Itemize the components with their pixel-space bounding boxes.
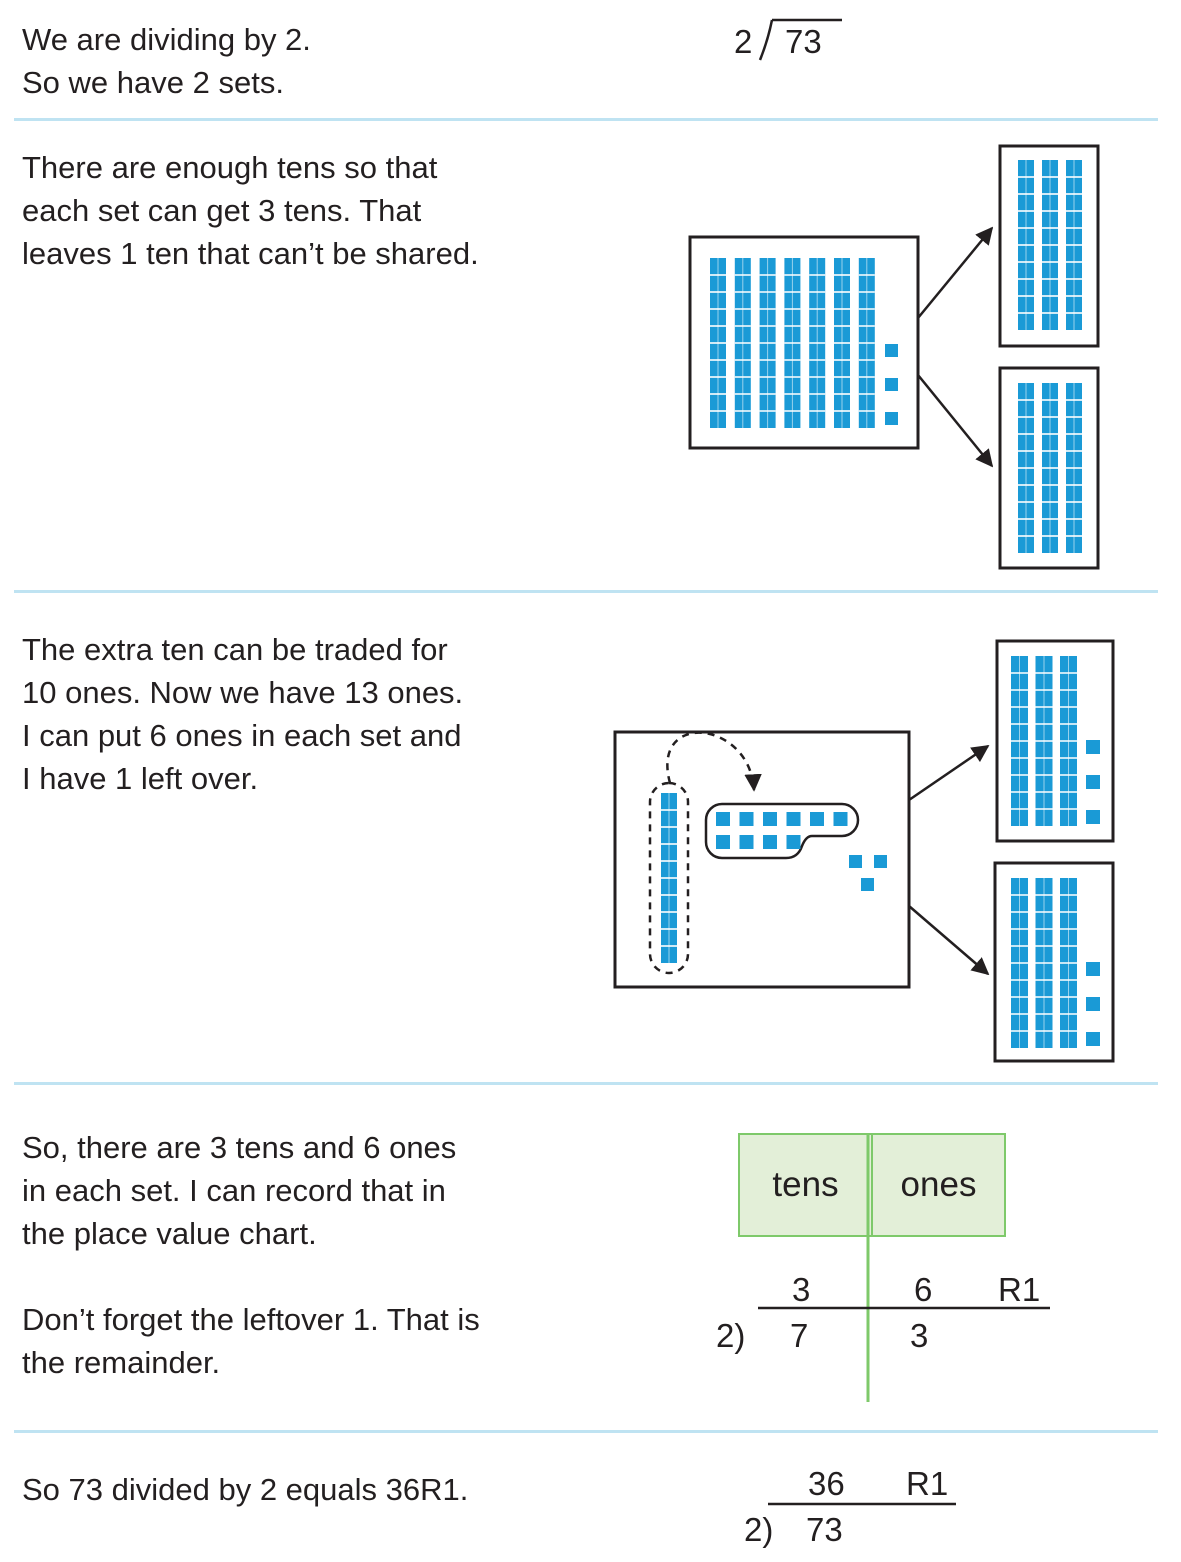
one-cube bbox=[810, 812, 824, 826]
one-cube bbox=[786, 835, 801, 849]
set-3-top-blocks bbox=[1011, 656, 1100, 826]
step3-line2: 10 ones. Now we have 13 ones. bbox=[22, 675, 464, 710]
one-cube bbox=[849, 855, 862, 868]
ones-header: ones bbox=[873, 1133, 1006, 1237]
one-cube bbox=[1086, 810, 1100, 824]
step4-line3: the place value chart. bbox=[22, 1216, 317, 1251]
one-cube bbox=[833, 812, 848, 826]
final-quotient: 36 bbox=[808, 1465, 845, 1502]
one-cube bbox=[861, 878, 874, 891]
one-cube bbox=[1086, 1032, 1100, 1046]
step2-text: There are enough tens so that each set c… bbox=[22, 146, 479, 275]
step4-divisor: 2) bbox=[716, 1317, 746, 1354]
step1-dividend: 73 bbox=[785, 23, 822, 60]
one-cube bbox=[716, 835, 730, 849]
step4-text: So, there are 3 tens and 6 ones in each … bbox=[22, 1126, 480, 1384]
trade-box bbox=[613, 730, 911, 989]
dividend-ones: 3 bbox=[910, 1317, 929, 1354]
step4-line1: So, there are 3 tens and 6 ones bbox=[22, 1130, 457, 1165]
one-cube bbox=[874, 855, 887, 868]
one-cube bbox=[1086, 997, 1100, 1011]
tens-header: tens bbox=[738, 1133, 873, 1237]
step2-line2: each set can get 3 tens. That bbox=[22, 193, 422, 228]
step1-divisor: 2 bbox=[734, 23, 753, 60]
ten-ones-group bbox=[716, 812, 848, 849]
step3-line3: I can put 6 ones in each set and bbox=[22, 718, 462, 753]
step4-line2: in each set. I can record that in bbox=[22, 1173, 446, 1208]
place-value-chart-header: tens ones bbox=[738, 1133, 1006, 1237]
step3-text: The extra ten can be traded for 10 ones.… bbox=[22, 628, 463, 800]
step1-line2: So we have 2 sets. bbox=[22, 65, 284, 100]
remainder-label: R1 bbox=[998, 1271, 1041, 1308]
one-cube bbox=[786, 812, 801, 826]
one-cube bbox=[763, 812, 777, 826]
three-leftover-ones bbox=[849, 855, 887, 891]
step2-line3: leaves 1 ten that can’t be shared. bbox=[22, 236, 479, 271]
one-cube bbox=[716, 812, 730, 826]
one-cube bbox=[1086, 740, 1100, 754]
quotient-ones: 6 bbox=[914, 1271, 933, 1308]
one-cube bbox=[739, 835, 754, 849]
final-remainder: R1 bbox=[906, 1465, 949, 1502]
dashed-trade-arrow bbox=[666, 731, 762, 792]
arrow-3-down-right bbox=[908, 905, 990, 976]
step5-line1: So 73 divided by 2 equals 36R1. bbox=[22, 1472, 469, 1507]
final-divisor: 2) bbox=[744, 1511, 774, 1548]
step4-line4: Don’t forget the leftover 1. That is bbox=[22, 1302, 480, 1337]
arrow-down-right bbox=[917, 374, 994, 468]
separator-4 bbox=[14, 1430, 1158, 1433]
set-top-three-tens bbox=[1018, 160, 1082, 330]
seven-tens-and-three-ones bbox=[710, 258, 898, 428]
set-3-bottom-blocks bbox=[1011, 878, 1100, 1048]
one-cube bbox=[739, 812, 754, 826]
separator-1 bbox=[14, 118, 1158, 121]
traded-ten bbox=[661, 793, 677, 963]
arrow-3-up-right bbox=[908, 744, 990, 802]
step1-division-bracket bbox=[758, 18, 842, 61]
step2-line1: There are enough tens so that bbox=[22, 150, 438, 185]
step3-line4: I have 1 left over. bbox=[22, 761, 259, 796]
step5-text: So 73 divided by 2 equals 36R1. bbox=[22, 1468, 468, 1511]
step3-line1: The extra ten can be traded for bbox=[22, 632, 448, 667]
sets-source-box bbox=[688, 235, 920, 450]
separator-3 bbox=[14, 1082, 1158, 1085]
step1-text: We are dividing by 2. So we have 2 sets. bbox=[22, 18, 311, 104]
one-cube bbox=[763, 835, 777, 849]
step1-line1: We are dividing by 2. bbox=[22, 22, 311, 57]
step4-line5: the remainder. bbox=[22, 1345, 221, 1380]
final-dividend: 73 bbox=[806, 1511, 843, 1548]
one-cube bbox=[885, 344, 898, 357]
dividend-tens: 7 bbox=[790, 1317, 809, 1354]
one-cube bbox=[1086, 962, 1100, 976]
arrow-up-right bbox=[917, 226, 994, 319]
set-bottom-three-tens bbox=[1018, 383, 1082, 553]
one-cube bbox=[885, 412, 898, 425]
one-cube bbox=[1086, 775, 1100, 789]
separator-2 bbox=[14, 590, 1158, 593]
one-cube bbox=[885, 378, 898, 391]
quotient-tens: 3 bbox=[792, 1271, 811, 1308]
